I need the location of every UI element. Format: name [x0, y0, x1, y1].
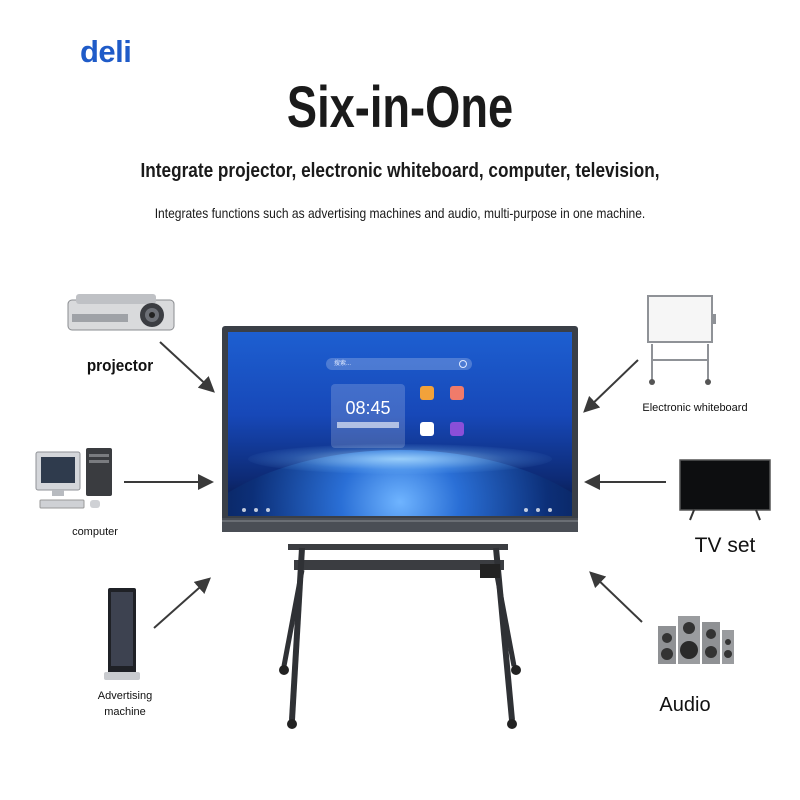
taskbar-icon[interactable]	[548, 508, 552, 512]
screen-search-placeholder: 搜索...	[334, 361, 352, 367]
subtitle-secondary: Integrates functions such as advertising…	[154, 205, 646, 221]
taskbar-icon[interactable]	[266, 508, 270, 512]
taskbar-icon[interactable]	[536, 508, 540, 512]
clock-widget: 08:45	[331, 384, 405, 448]
page-title: Six-in-One	[286, 75, 514, 140]
label-audio: Audio	[659, 694, 711, 716]
label-advertising-line1: Advertising	[97, 690, 153, 702]
speakers-icon	[658, 616, 734, 664]
projector-icon	[67, 294, 175, 331]
label-tv: TV set	[694, 534, 756, 557]
display-bezel-strip	[222, 520, 578, 522]
search-icon	[459, 360, 467, 368]
wifi-app-icon[interactable]	[420, 422, 434, 436]
pen-app-icon[interactable]	[420, 386, 434, 400]
horizon-glow	[248, 444, 552, 474]
arrow-advertising	[153, 577, 211, 629]
label-projector: projector	[86, 356, 154, 375]
clock-date-bar	[337, 422, 399, 428]
arrow-projector	[159, 341, 215, 393]
taskbar-icon[interactable]	[242, 508, 246, 512]
taskbar-icon[interactable]	[254, 508, 258, 512]
folder-app-icon[interactable]	[450, 386, 464, 400]
interactive-display-screen[interactable]: 搜索... 08:45	[228, 332, 572, 516]
tv-icon	[679, 459, 771, 521]
screen-taskbar	[228, 502, 572, 516]
label-advertising-machine: Advertising machine	[80, 688, 170, 720]
whiteboard-icon	[647, 295, 716, 385]
subtitle-primary: Integrate projector, electronic whiteboa…	[140, 160, 660, 182]
advertising-machine-icon	[104, 588, 140, 680]
label-whiteboard: Electronic whiteboard	[642, 402, 748, 414]
camera-app-icon[interactable]	[450, 422, 464, 436]
brand-logo: deli	[80, 34, 132, 69]
screen-search-bar[interactable]: 搜索...	[326, 358, 472, 370]
arrow-audio	[589, 571, 643, 623]
display-stand	[279, 544, 521, 729]
computer-icon	[35, 448, 112, 509]
label-computer: computer	[72, 526, 118, 538]
arrow-whiteboard	[583, 359, 639, 413]
label-advertising-line2: machine	[104, 706, 146, 718]
clock-time: 08:45	[345, 398, 391, 418]
taskbar-icon[interactable]	[524, 508, 528, 512]
